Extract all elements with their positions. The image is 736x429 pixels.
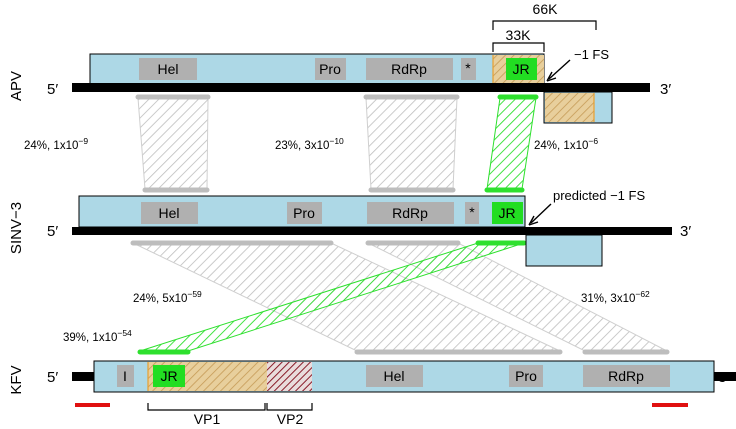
stat-sinv-kfv-rdrp: 31%, 3x10−62 xyxy=(581,289,650,305)
domain-rdrp-sinv3 xyxy=(367,202,454,224)
domain-label-hel-kfv: Hel xyxy=(383,368,404,384)
domain-jr-sinv3 xyxy=(492,202,523,224)
domain-hel-kfv xyxy=(366,365,423,387)
genome-apv: APV 5′ 3′ Hel Pro RdRp * JR 66K 33K −1 F… xyxy=(8,1,671,124)
domain-label-hel-sinv3: Hel xyxy=(158,205,179,221)
three-prime-sinv3: 3′ xyxy=(680,223,691,240)
domain-label-rdrp-sinv3: RdRp xyxy=(392,205,428,221)
domain-label-rdrp-apv: RdRp xyxy=(391,61,427,77)
domain-hel-sinv3 xyxy=(141,202,198,224)
domain-label-pro-kfv: Pro xyxy=(515,368,537,384)
domain-label-hel-apv: Hel xyxy=(157,61,178,77)
domain-label-jr-kfv: JR xyxy=(160,368,177,384)
stat-apv-sinv-jr: 24%, 1x10−6 xyxy=(534,136,598,152)
genome-name-sinv3: SINV−3 xyxy=(8,202,25,254)
domain-pro-kfv xyxy=(509,365,543,387)
bracket-33k-label: 33K xyxy=(506,27,532,43)
stat-sinv-kfv-hel: 24%, 5x10−59 xyxy=(133,289,202,305)
stop-codon-sinv3 xyxy=(465,202,479,224)
alignment-apv-sinv-hel xyxy=(137,97,209,190)
bracket-66k xyxy=(492,20,597,30)
orf-sinv3-frameshift xyxy=(525,234,603,267)
bracket-vp2-label: VP2 xyxy=(277,411,304,427)
frameshift-arrowhead-sinv3 xyxy=(528,215,539,226)
domain-i-kfv xyxy=(117,365,134,387)
domain-label-jr-apv: JR xyxy=(512,61,529,77)
alignment-connectors xyxy=(130,94,670,355)
bracket-vp1-label: VP1 xyxy=(194,411,221,427)
genome-line-kfv-right xyxy=(714,372,736,381)
stop-codon-label-sinv3: * xyxy=(469,204,475,220)
utr-bar-right xyxy=(652,403,688,407)
domain-label-jr-sinv3: JR xyxy=(498,205,515,221)
stop-codon-apv xyxy=(461,58,476,80)
stat-sinv-kfv-jr: 39%, 1x10−54 xyxy=(63,328,132,344)
utr-bar-left xyxy=(75,403,110,407)
bracket-vp2 xyxy=(266,403,313,411)
domain-jr-kfv xyxy=(153,365,185,387)
bracket-33k xyxy=(492,42,545,52)
alignment-apv-sinv-jr xyxy=(486,97,537,190)
bracket-66k-label: 66K xyxy=(533,1,559,17)
alignment-statistics: 24%, 1x10−9 23%, 3x10−10 24%, 1x10−6 24%… xyxy=(24,136,650,344)
genome-name-apv: APV xyxy=(8,71,25,101)
domain-rdrp-kfv xyxy=(583,365,670,387)
genome-name-kfv: KFV xyxy=(8,365,25,394)
stat-apv-sinv-rdrp: 23%, 3x10−10 xyxy=(275,136,344,152)
domain-pro-apv xyxy=(315,58,346,80)
domain-rdrp-apv xyxy=(366,58,453,80)
stop-codon-label-apv: * xyxy=(465,60,471,76)
five-prime-sinv3: 5′ xyxy=(47,223,58,240)
frameshift-arrow-apv xyxy=(548,59,571,80)
domain-label-pro-sinv3: Pro xyxy=(293,205,315,221)
domain-label-rdrp-kfv: RdRp xyxy=(608,368,644,384)
genome-line-sinv3 xyxy=(72,227,672,235)
stat-apv-sinv-hel: 24%, 1x10−9 xyxy=(24,136,88,152)
frameshift-label-sinv3: predicted −1 FS xyxy=(553,188,645,203)
five-prime-apv: 5′ xyxy=(47,81,58,98)
genome-kfv: KFV 5′ 3′ I JR Hel Pro RdRp VP1 VP2 xyxy=(8,360,736,427)
alignment-apv-sinv-rdrp xyxy=(365,97,458,190)
five-prime-kfv: 5′ xyxy=(47,369,58,386)
region-vp2-kfv xyxy=(267,362,312,391)
domain-jr-apv xyxy=(506,58,537,80)
domain-label-i-kfv: I xyxy=(123,368,127,384)
three-prime-apv: 3′ xyxy=(660,81,671,98)
domain-pro-sinv3 xyxy=(287,202,322,224)
domain-label-pro-apv: Pro xyxy=(319,61,341,77)
domain-hel-apv xyxy=(139,58,197,80)
genome-line-apv xyxy=(72,83,650,92)
genome-sinv3: SINV−3 5′ 3′ Hel Pro RdRp * JR predicted… xyxy=(8,188,691,267)
frameshift-label-apv: −1 FS xyxy=(574,47,609,62)
bracket-vp1 xyxy=(147,403,266,411)
region-frameshift-hatch-apv xyxy=(545,93,594,122)
frameshift-arrow-sinv3 xyxy=(530,203,552,224)
genome-line-kfv-left xyxy=(72,372,94,381)
frameshift-arrowhead-apv xyxy=(546,71,557,82)
